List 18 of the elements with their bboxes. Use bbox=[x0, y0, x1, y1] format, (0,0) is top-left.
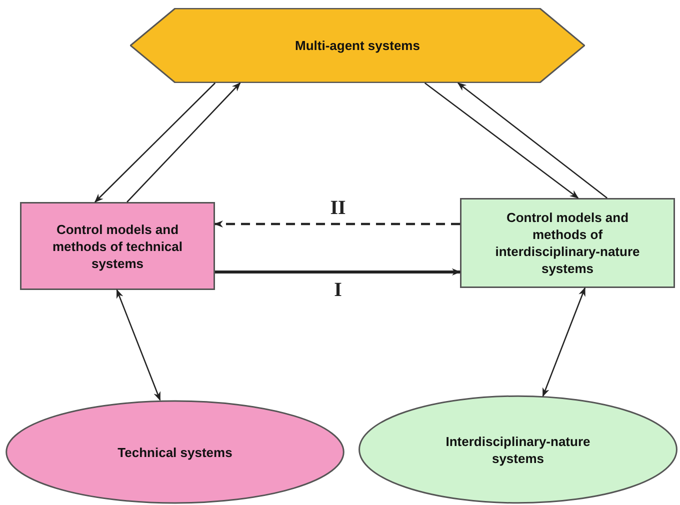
arrow bbox=[116, 289, 161, 401]
arrow bbox=[457, 82, 608, 199]
ellipse-node bbox=[358, 395, 678, 504]
arrow bbox=[424, 82, 579, 199]
process-box bbox=[460, 198, 675, 288]
node-label: Technical systems bbox=[118, 444, 232, 460]
node-label: Control models and methods of technical systems bbox=[51, 220, 184, 272]
hexagon-node bbox=[130, 8, 585, 83]
process-box bbox=[20, 202, 215, 290]
arrow bbox=[126, 82, 241, 202]
arrow bbox=[542, 287, 586, 397]
node-label: Multi-agent systems bbox=[295, 37, 420, 54]
arrow bbox=[214, 220, 460, 228]
arrow bbox=[215, 268, 461, 276]
arrow bbox=[94, 82, 216, 203]
node-label: Interdisciplinary-nature systems bbox=[444, 432, 592, 466]
node-label: Control models and methods of interdisciplinary-nature systems bbox=[494, 209, 641, 277]
ellipse-node bbox=[5, 400, 345, 504]
